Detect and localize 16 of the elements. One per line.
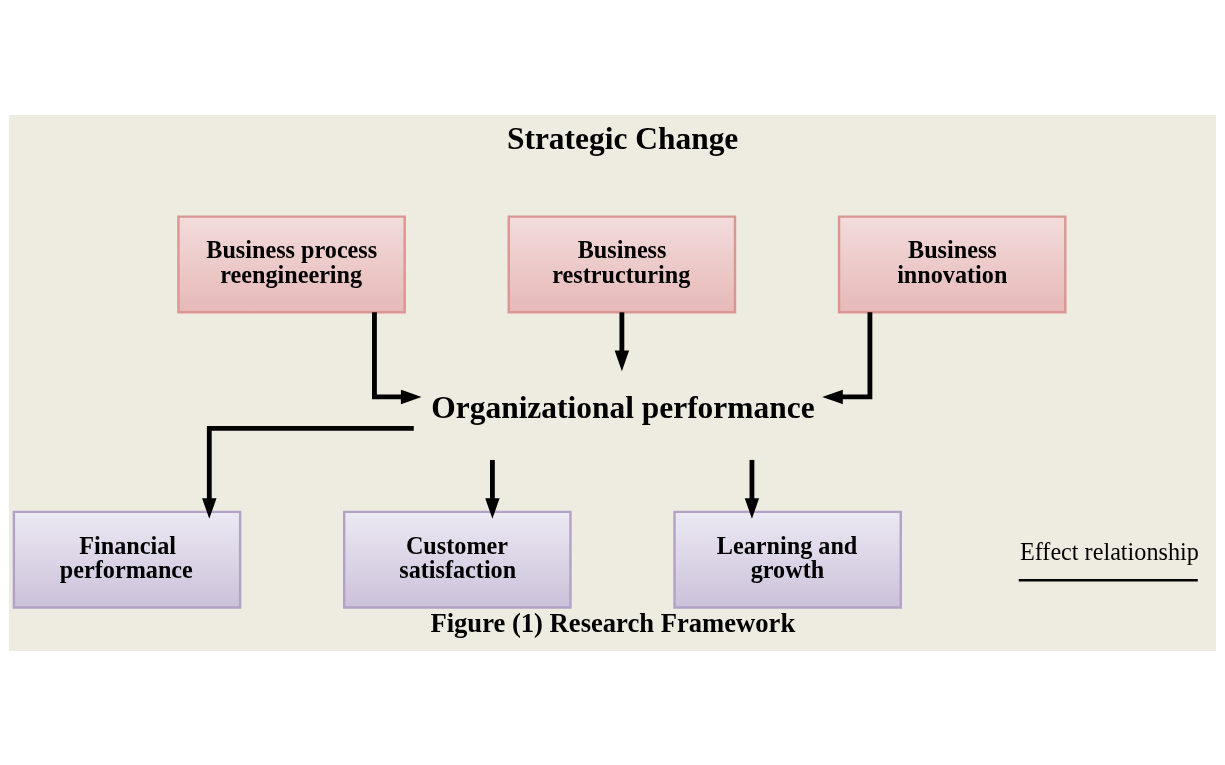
arrow xyxy=(744,459,760,519)
node-box: Business restructuring xyxy=(507,214,737,313)
arrow xyxy=(485,459,500,519)
node-box: Customer satisfaction xyxy=(343,510,572,609)
arrow xyxy=(372,311,422,404)
node-box: Business innovation xyxy=(837,214,1067,313)
node-box: Business process reengineering xyxy=(177,214,406,313)
arrow xyxy=(202,425,414,519)
caption: Figure (1) Research Framework xyxy=(430,607,796,638)
legend-label: Effect relationship xyxy=(1019,537,1199,565)
label: Strategic Change xyxy=(506,120,739,156)
node-box: Learning and growth xyxy=(673,510,902,609)
node-text: Organizational performance xyxy=(431,389,815,425)
node-box: Financial performance xyxy=(12,510,242,609)
arrow xyxy=(614,311,630,371)
arrow xyxy=(822,311,873,404)
